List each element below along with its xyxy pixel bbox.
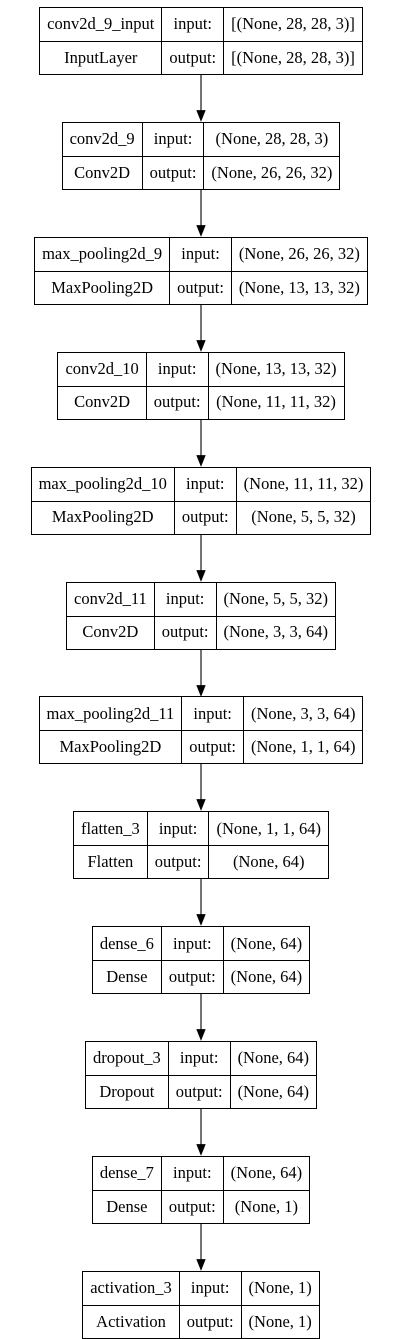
input-label: input: bbox=[161, 8, 223, 41]
layer-name: dropout_3 bbox=[92, 1048, 161, 1068]
input-shape: (None, 1) bbox=[240, 1271, 319, 1305]
output-shape: (None, 26, 26, 32) bbox=[203, 155, 340, 189]
connection-arrow bbox=[196, 534, 206, 582]
layer-name: max_pooling2d_11 bbox=[46, 703, 175, 723]
layer-name: dense_6 bbox=[99, 933, 154, 953]
input-label: input: bbox=[146, 812, 209, 846]
layer-type: Conv2D bbox=[62, 155, 142, 189]
connection-arrow bbox=[196, 649, 206, 697]
output-label: output: bbox=[141, 155, 204, 189]
layer-type: MaxPooling2D bbox=[35, 270, 170, 304]
output-label: output: bbox=[178, 1304, 241, 1338]
output-shape: (None, 3, 3, 64) bbox=[215, 615, 335, 649]
input-shape: (None, 5, 5, 32) bbox=[215, 582, 335, 616]
input-label: input: bbox=[181, 697, 243, 731]
output-label: output: bbox=[169, 270, 231, 304]
output-shape: (None, 11, 11, 32) bbox=[207, 385, 344, 419]
connection-arrow bbox=[196, 1109, 206, 1157]
layer-name: flatten_3 bbox=[81, 818, 140, 838]
output-shape: [(None, 28, 28, 3)] bbox=[223, 41, 362, 74]
output-shape: (None, 1) bbox=[222, 1190, 310, 1224]
layer-type: Activation bbox=[83, 1304, 179, 1338]
output-shape: (None, 5, 5, 32) bbox=[235, 500, 371, 534]
layer-type: Conv2D bbox=[58, 385, 146, 419]
layer-type: InputLayer bbox=[40, 41, 162, 74]
input-shape: (None, 11, 11, 32) bbox=[235, 467, 371, 501]
input-label: input: bbox=[160, 1157, 223, 1191]
connection-arrow bbox=[196, 1224, 206, 1271]
input-label: input: bbox=[169, 237, 231, 271]
input-label: input: bbox=[167, 1042, 230, 1076]
layer-type: Flatten bbox=[74, 845, 147, 878]
output-label: output: bbox=[160, 960, 223, 994]
layer-type: Dense bbox=[92, 960, 161, 993]
input-label: input: bbox=[153, 582, 216, 616]
layer-name: conv2d_9 bbox=[69, 129, 135, 149]
output-shape: (None, 1) bbox=[240, 1304, 319, 1338]
layer-type: MaxPooling2D bbox=[39, 730, 182, 763]
input-shape: (None, 1, 1, 64) bbox=[208, 812, 327, 846]
output-shape: (None, 1, 1, 64) bbox=[243, 730, 363, 764]
connection-arrow bbox=[196, 764, 206, 812]
input-label: input: bbox=[141, 122, 204, 156]
connection-arrow bbox=[196, 189, 206, 237]
layer-type: Dropout bbox=[85, 1075, 168, 1108]
input-label: input: bbox=[145, 352, 208, 386]
input-label: input: bbox=[178, 1271, 241, 1305]
layer-type: MaxPooling2D bbox=[31, 500, 174, 534]
output-label: output: bbox=[167, 1075, 230, 1109]
connection-arrow bbox=[196, 879, 206, 927]
input-shape: (None, 28, 28, 3) bbox=[203, 122, 339, 156]
input-shape: (None, 13, 13, 32) bbox=[207, 352, 344, 386]
output-label: output: bbox=[146, 845, 209, 879]
output-shape: (None, 13, 13, 32) bbox=[230, 270, 367, 304]
layer-node: max_pooling2d_11 input:(None, 3, 3, 64) Ma… bbox=[38, 696, 364, 765]
input-label: input: bbox=[160, 927, 223, 961]
connection-arrow bbox=[196, 994, 206, 1042]
output-label: output: bbox=[181, 730, 243, 764]
layer-type: Conv2D bbox=[67, 615, 154, 649]
layer-type: Dense bbox=[92, 1190, 161, 1223]
input-label: input: bbox=[173, 467, 236, 501]
layer-name: conv2d_9_input bbox=[47, 14, 155, 34]
input-shape: (None, 3, 3, 64) bbox=[243, 697, 362, 731]
output-shape: (None, 64) bbox=[222, 960, 310, 994]
layer-node: max_pooling2d_10 input:(None, 11, 11, 32)… bbox=[30, 466, 372, 535]
layer-name: max_pooling2d_9 bbox=[42, 244, 163, 264]
output-label: output: bbox=[160, 1190, 223, 1224]
layer-name: max_pooling2d_10 bbox=[38, 473, 167, 493]
output-label: output: bbox=[145, 385, 208, 419]
input-shape: (None, 26, 26, 32) bbox=[230, 237, 367, 271]
output-label: output: bbox=[161, 41, 224, 74]
output-shape: (None, 64) bbox=[229, 1075, 317, 1109]
input-shape: (None, 64) bbox=[222, 1157, 309, 1191]
layer-node: conv2d_9_input input:[(None, 28, 28, 3)] I… bbox=[39, 7, 363, 75]
connection-arrow bbox=[196, 304, 206, 352]
connection-arrow bbox=[196, 75, 206, 122]
layer-name: conv2d_10 bbox=[65, 358, 139, 378]
input-shape: (None, 64) bbox=[229, 1042, 316, 1076]
layer-name: conv2d_11 bbox=[74, 588, 147, 608]
layer-name: dense_7 bbox=[99, 1163, 154, 1183]
output-shape: (None, 64) bbox=[208, 845, 328, 879]
input-shape: (None, 64) bbox=[222, 927, 309, 961]
connection-arrow bbox=[196, 419, 206, 467]
output-label: output: bbox=[173, 500, 236, 534]
layer-name: activation_3 bbox=[90, 1278, 172, 1298]
layer-node: max_pooling2d_9 input:(None, 26, 26, 32) M… bbox=[34, 236, 368, 305]
output-label: output: bbox=[153, 615, 216, 649]
input-shape: [(None, 28, 28, 3)] bbox=[223, 8, 362, 41]
